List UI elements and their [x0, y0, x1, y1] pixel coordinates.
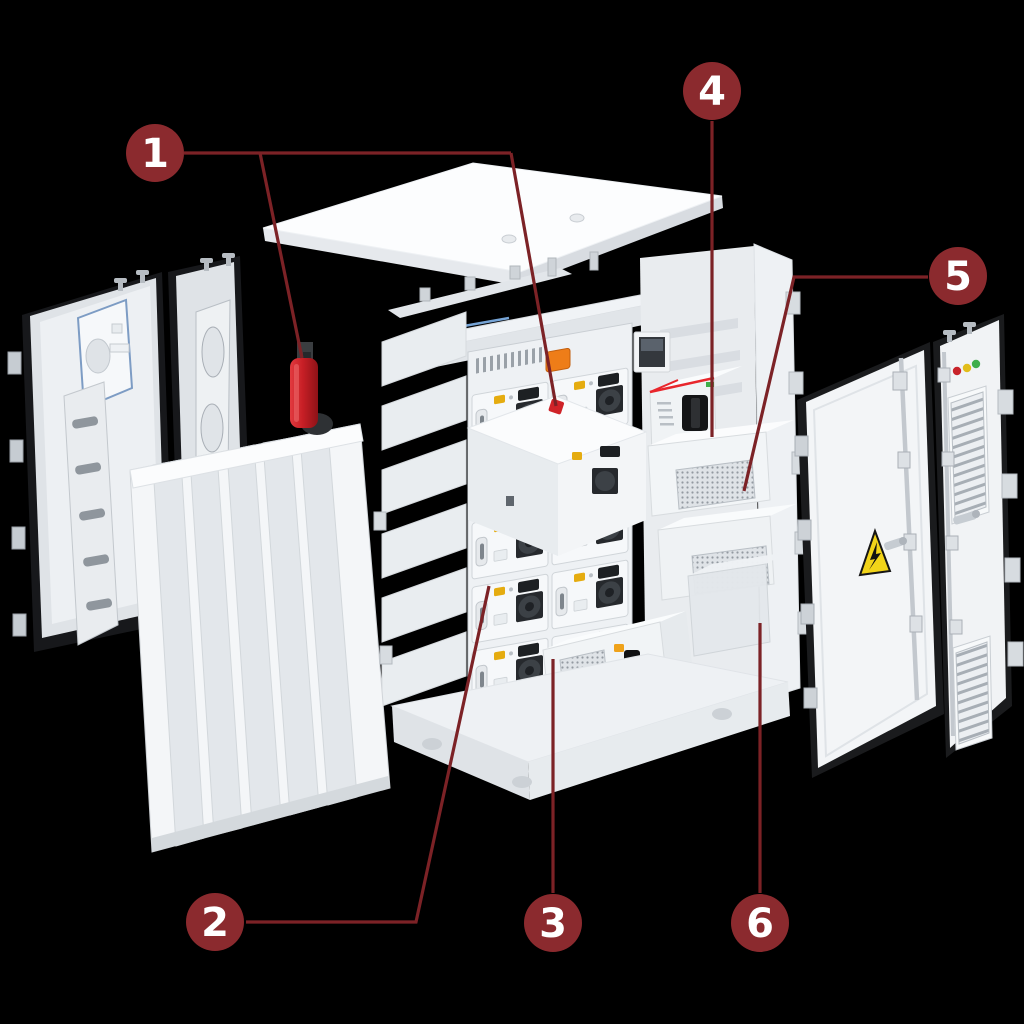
door-hinges	[7, 351, 27, 637]
display-screen	[633, 331, 671, 373]
callout-4: 4	[683, 62, 741, 120]
callout-line-1b	[258, 152, 304, 359]
lower-right-unit	[687, 552, 788, 657]
orange-connector	[545, 347, 571, 373]
pulled-battery-module	[466, 395, 648, 556]
indicator-leds	[952, 359, 981, 376]
aerosol-fire-suppressor	[548, 398, 564, 415]
callout-6: 6	[731, 894, 789, 952]
louver-vent-upper	[947, 385, 990, 525]
callout-5-number: 5	[944, 254, 972, 300]
cabinet-frame	[381, 243, 813, 800]
right-door-inner	[794, 342, 944, 778]
base-platform	[390, 653, 790, 800]
right-door-outer	[933, 314, 1024, 758]
door2-vent-plate	[195, 299, 231, 491]
high-voltage-warning-icon	[858, 528, 892, 577]
lock-rod-2	[937, 351, 963, 737]
louver-vent-lower	[952, 635, 993, 751]
rack-vent-slots	[476, 346, 542, 374]
callout-6-number: 6	[746, 901, 774, 947]
door2-bolts	[943, 322, 976, 342]
callout-1-number: 1	[141, 131, 169, 177]
red-accent-stripe	[649, 376, 715, 394]
lid-screw	[569, 213, 585, 223]
callout-lines	[184, 121, 928, 924]
corrugated-side-panel	[129, 423, 393, 853]
callout-line-5	[742, 275, 928, 492]
lid-screw	[501, 234, 517, 244]
callout-2: 2	[186, 893, 244, 951]
callout-1: 1	[126, 124, 184, 182]
door-bolts	[114, 253, 235, 291]
callout-line-2	[246, 585, 491, 924]
left-side-panels	[381, 311, 467, 707]
callout-4-number: 4	[698, 69, 726, 115]
door-hinge-tabs	[794, 435, 818, 709]
callouts: 1 2 3 4 5 6	[126, 62, 987, 952]
door2-hinge-tabs	[997, 389, 1024, 667]
lock-rod	[892, 357, 923, 701]
callout-3-number: 3	[539, 901, 567, 947]
door-bracket	[63, 381, 119, 646]
callout-line-1c	[509, 152, 558, 407]
door-handle	[884, 537, 907, 551]
callout-3: 3	[524, 894, 582, 952]
callout-2-number: 2	[201, 900, 229, 946]
hmi-panel	[76, 298, 134, 410]
door-handle-2	[953, 510, 980, 525]
callout-5: 5	[929, 247, 987, 305]
top-lid	[262, 162, 723, 286]
